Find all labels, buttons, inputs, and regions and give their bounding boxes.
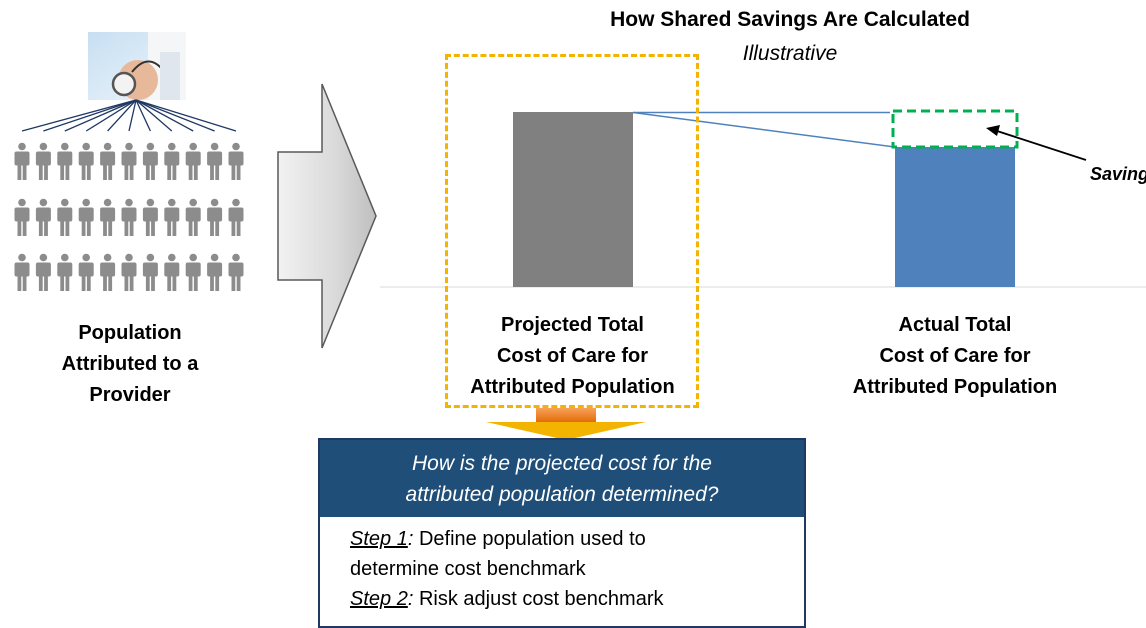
projected-label-line: Projected Total xyxy=(501,314,644,336)
connector-line xyxy=(135,99,151,132)
person-icon xyxy=(78,142,94,180)
actual-label-line: Actual Total xyxy=(898,314,1012,336)
person-icon xyxy=(142,253,158,291)
actual-label-line: Cost of Care for xyxy=(879,345,1031,367)
person-icon xyxy=(14,142,30,180)
person-icon xyxy=(57,198,73,236)
person-icon xyxy=(14,198,30,236)
person-icon xyxy=(100,142,116,180)
question-box: How is the projected cost for the attrib… xyxy=(318,438,806,628)
step-2: Step 2: Risk adjust cost benchmark xyxy=(350,584,664,614)
step-1: Step 1: Define population used to xyxy=(350,524,664,554)
connector-line xyxy=(135,99,237,132)
connector-line xyxy=(43,99,137,132)
step-1-text: Define population used to xyxy=(413,528,646,550)
steps-list: Step 1: Define population used to determ… xyxy=(350,524,664,614)
population-label-line: Attributed to a xyxy=(61,353,199,375)
person-icon xyxy=(228,253,244,291)
step-1-colon: : xyxy=(407,528,414,550)
connector-line xyxy=(85,99,137,132)
person-icon xyxy=(14,253,30,291)
question-header: How is the projected cost for the attrib… xyxy=(320,440,804,517)
step-2-text: Risk adjust cost benchmark xyxy=(413,588,664,610)
step-2-colon: : xyxy=(407,588,414,610)
person-icon xyxy=(121,253,137,291)
person-icon xyxy=(57,142,73,180)
person-icon xyxy=(121,142,137,180)
person-icon xyxy=(142,198,158,236)
step-1-label: Step 1 xyxy=(350,528,408,550)
down-arrow-icon xyxy=(486,408,646,440)
connector-line xyxy=(64,99,137,132)
connector-line xyxy=(135,99,215,132)
person-icon xyxy=(164,142,180,180)
connector-line xyxy=(21,99,137,132)
person-icon xyxy=(35,142,51,180)
person-icon xyxy=(100,198,116,236)
person-icon xyxy=(164,198,180,236)
population-label-line: Population xyxy=(78,322,182,344)
projected-label-line: Cost of Care for xyxy=(496,345,649,367)
population-graphic xyxy=(14,99,244,291)
person-icon xyxy=(164,253,180,291)
connector-line xyxy=(135,99,173,132)
savings-label: Savings xyxy=(1090,164,1146,184)
right-arrow-icon xyxy=(277,83,377,349)
person-icon xyxy=(100,253,116,291)
person-icon xyxy=(228,142,244,180)
actual-bar xyxy=(895,147,1015,287)
question-line: How is the projected cost for the xyxy=(412,452,712,475)
person-icon xyxy=(121,198,137,236)
population-label: Population Attributed to a Provider xyxy=(40,318,220,411)
projected-bar xyxy=(513,112,633,287)
person-icon xyxy=(207,198,223,236)
savings-box xyxy=(891,109,1019,149)
actual-label: Actual Total Cost of Care for Attributed… xyxy=(825,310,1085,403)
person-icon xyxy=(185,198,201,236)
connector-line xyxy=(128,99,137,132)
projected-highlight-box xyxy=(445,54,699,408)
connector-line xyxy=(107,99,137,132)
person-icon xyxy=(142,142,158,180)
person-icon xyxy=(207,253,223,291)
person-icon xyxy=(78,198,94,236)
person-icon xyxy=(185,142,201,180)
chart-title: How Shared Savings Are Calculated xyxy=(610,8,970,31)
person-icon xyxy=(57,253,73,291)
savings-chart xyxy=(380,109,1146,288)
question-line: attributed population determined? xyxy=(405,483,719,506)
person-icon xyxy=(228,198,244,236)
projected-label-line: Attributed Population xyxy=(470,376,675,398)
population-label-line: Provider xyxy=(89,384,171,406)
person-icon xyxy=(185,253,201,291)
projected-label: Projected Total Cost of Care for Attribu… xyxy=(445,310,700,403)
connector-line xyxy=(135,99,194,132)
chart-subtitle: Illustrative xyxy=(742,42,838,65)
doctor-image xyxy=(88,32,186,100)
step-1-continued: determine cost benchmark xyxy=(350,558,586,580)
person-icon xyxy=(78,253,94,291)
person-icon xyxy=(35,198,51,236)
actual-label-line: Attributed Population xyxy=(852,376,1058,398)
person-icon xyxy=(207,142,223,180)
trend-line xyxy=(632,111,896,148)
step-2-label: Step 2 xyxy=(350,588,408,610)
person-icon xyxy=(35,253,51,291)
savings-pointer-arrow-icon xyxy=(986,125,1087,161)
